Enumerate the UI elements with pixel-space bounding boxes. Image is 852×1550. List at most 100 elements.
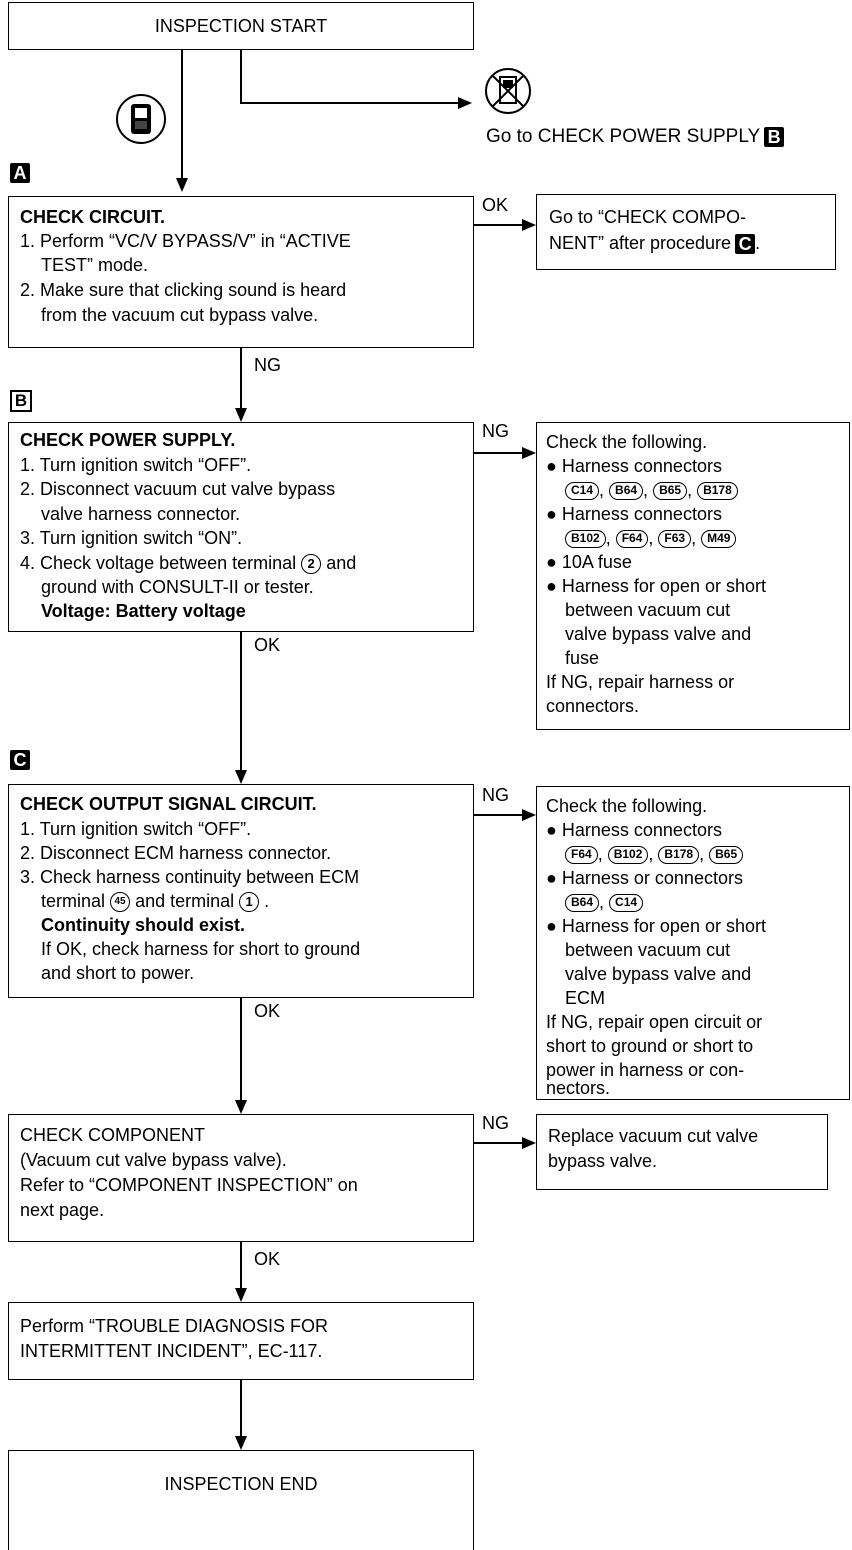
connector-line <box>474 1142 524 1144</box>
ng-box-line: If NG, repair harness or <box>546 672 735 692</box>
step-a-line: from the vacuum cut bypass valve. <box>41 305 319 325</box>
check-output-signal-title: CHECK OUTPUT SIGNAL CIRCUIT. <box>20 794 317 814</box>
arrowhead <box>235 1100 247 1114</box>
badge-c-ref: C <box>735 234 756 255</box>
connector-tag: B65 <box>709 846 744 865</box>
step-a-line: 1. Perform “VC/V BYPASS/V” in “ACTIVE <box>20 231 351 251</box>
step-c-spec: Continuity should exist. <box>41 915 246 935</box>
arrowhead <box>235 1288 247 1302</box>
check-power-supply-title: CHECK POWER SUPPLY. <box>20 430 236 450</box>
ng-box-line: valve bypass valve and <box>565 964 752 984</box>
arrowhead <box>522 219 536 231</box>
connector-tag: F64 <box>615 530 649 549</box>
badge-b: B <box>10 390 32 412</box>
connector-list: B102, F64, F63, M49 <box>565 527 737 549</box>
step-b-line: 1. Turn ignition switch “OFF”. <box>20 455 252 475</box>
step-c-line: If OK, check harness for short to ground <box>41 939 361 959</box>
ng-box-line: Check the following. <box>546 432 708 452</box>
step-b-spec: Voltage: Battery voltage <box>41 601 246 621</box>
ng-box-bullet: ● Harness or connectors <box>546 868 743 888</box>
connector-tag: B64 <box>609 482 644 501</box>
ok-label: OK <box>254 635 281 655</box>
inspection-end-label: INSPECTION END <box>164 1474 318 1494</box>
ok-label: OK <box>482 195 509 215</box>
step-b-line: ground with CONSULT-II or tester. <box>41 577 314 597</box>
arrowhead <box>458 97 472 109</box>
ng-box-bullet: ● Harness connectors <box>546 456 722 476</box>
connector-line <box>181 50 183 180</box>
ng-label: NG <box>482 1113 509 1133</box>
step-c-line: and short to power. <box>41 963 195 983</box>
ng-label: NG <box>482 785 509 805</box>
arrowhead <box>522 1137 536 1149</box>
connector-line <box>474 224 524 226</box>
ng-box-line: If NG, repair open circuit or <box>546 1012 763 1032</box>
ng-box-line: short to ground or short to <box>546 1036 754 1056</box>
connector-tag: F64 <box>565 846 598 865</box>
inspection-start-box: INSPECTION START <box>8 2 474 50</box>
ng-box-bullet: ● Harness connectors <box>546 504 722 524</box>
ng-box-line: fuse <box>565 648 600 668</box>
ng-box-line: between vacuum cut <box>565 940 731 960</box>
ng-box-bullet: ● Harness for open or short <box>546 576 766 596</box>
step-c-text: and terminal <box>135 891 235 911</box>
arrowhead <box>235 770 247 784</box>
check-circuit-title: CHECK CIRCUIT. <box>20 207 166 227</box>
connector-line <box>240 348 242 410</box>
step-a-line: TEST” mode. <box>41 255 149 275</box>
consult-tester-icon <box>116 94 166 144</box>
check-component-box: CHECK COMPONENT (Vacuum cut valve bypass… <box>8 1114 474 1242</box>
ng-box-text: Harness for open or short <box>561 576 766 596</box>
step-d-line: (Vacuum cut valve bypass valve). <box>20 1150 287 1170</box>
ng-box-bullet: ● 10A fuse <box>546 552 632 572</box>
connector-tag: C14 <box>609 894 644 913</box>
connector-tag: M49 <box>701 530 737 549</box>
ng-box-text: Harness or connectors <box>561 868 743 888</box>
power-supply-ng-box: Check the following. ● Harness connector… <box>536 422 850 730</box>
step-b-text: and <box>326 553 357 573</box>
connector-list: B64, C14 <box>565 891 644 913</box>
replace-valve-line: Replace vacuum cut valve <box>548 1126 759 1146</box>
step-d-line: Refer to “COMPONENT INSPECTION” on <box>20 1175 358 1195</box>
ok-label: OK <box>254 1001 281 1021</box>
arrowhead <box>522 809 536 821</box>
goto-component-line: Go to “CHECK COMPO- <box>549 207 747 227</box>
ng-box-text: Harness connectors <box>561 456 722 476</box>
goto-power-supply-label: Go to CHECK POWER SUPPLY <box>486 126 761 147</box>
step-c-line: 3. Check harness continuity between ECM <box>20 867 360 887</box>
step-b-line: valve harness connector. <box>41 504 241 524</box>
ng-box-text: Harness connectors <box>561 820 722 840</box>
trouble-diagnosis-box: Perform “TROUBLE DIAGNOSIS FOR INTERMITT… <box>8 1302 474 1380</box>
step-b-line: 3. Turn ignition switch “ON”. <box>20 528 243 548</box>
ng-box-line: Check the following. <box>546 796 708 816</box>
connector-tag: B178 <box>697 482 738 501</box>
step-e-line: INTERMITTENT INCIDENT”, EC-117. <box>20 1341 323 1361</box>
step-c-line: 1. Turn ignition switch “OFF”. <box>20 819 252 839</box>
ng-box-text: Harness connectors <box>561 504 722 524</box>
step-d-line: CHECK COMPONENT <box>20 1125 206 1145</box>
ng-box-line: nectors. <box>546 1078 611 1098</box>
connector-line <box>240 1380 242 1438</box>
no-consult-icon <box>485 68 531 114</box>
terminal-2-marker: 2 <box>301 554 322 575</box>
step-d-line: next page. <box>20 1200 105 1220</box>
output-signal-ng-box: Check the following. ● Harness connector… <box>536 786 850 1100</box>
terminal-1-marker: 1 <box>239 892 260 913</box>
arrowhead <box>235 408 247 422</box>
connector-line <box>474 814 524 816</box>
ok-label: OK <box>254 1249 281 1269</box>
ng-box-line: valve bypass valve and <box>565 624 752 644</box>
check-circuit-box: CHECK CIRCUIT. 1. Perform “VC/V BYPASS/V… <box>8 196 474 348</box>
inspection-start-label: INSPECTION START <box>154 16 328 36</box>
badge-a: A <box>10 163 30 183</box>
arrowhead <box>235 1436 247 1450</box>
connector-tag: C14 <box>565 482 600 501</box>
connector-list: C14, B64, B65, B178 <box>565 479 738 501</box>
badge-c: C <box>10 750 30 770</box>
connector-tag: B178 <box>658 846 700 865</box>
goto-component-box: Go to “CHECK COMPO- NENT” after procedur… <box>536 194 836 270</box>
replace-valve-box: Replace vacuum cut valve bypass valve. <box>536 1114 828 1190</box>
goto-component-text: NENT” after procedure <box>549 233 732 253</box>
